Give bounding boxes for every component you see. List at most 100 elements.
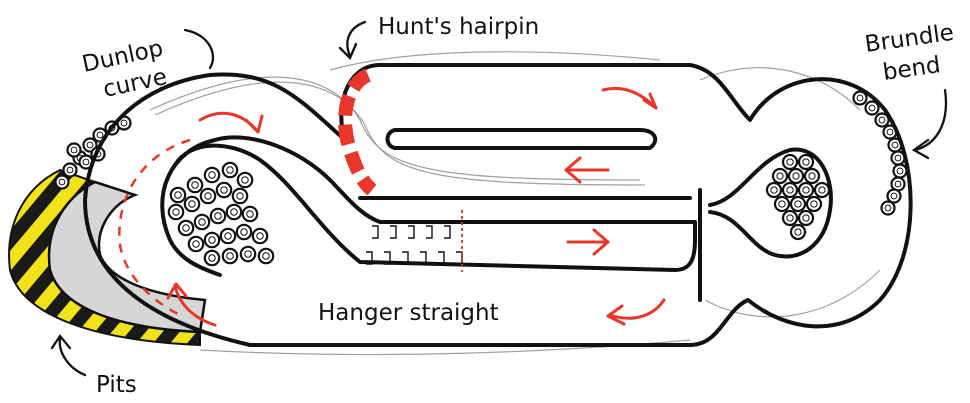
tyre-icon: [172, 208, 180, 216]
tyre-icon: [786, 158, 794, 166]
tyre-icon: [96, 131, 104, 139]
tyre-icon: [58, 178, 66, 186]
tyre-icon: [231, 187, 249, 205]
tyre-icon: [868, 104, 876, 112]
tyre-icon: [187, 235, 205, 253]
tyre-icon: [890, 192, 898, 200]
brundle-bend-label-line1: Brundle: [863, 20, 955, 58]
grid-slot: [438, 251, 445, 265]
tyre-icon: [198, 218, 206, 226]
tyre-icon: [86, 141, 94, 149]
tyre-icon: [167, 203, 185, 221]
tyre-icon: [226, 252, 234, 260]
tyre-icon: [896, 167, 904, 175]
tyre-icon: [241, 205, 259, 223]
tyre-icon: [203, 249, 221, 267]
tyre-icon: [208, 236, 216, 244]
arrow-icon: [564, 156, 610, 184]
curved-arrow-icon: [338, 20, 367, 61]
tyre-icon: [174, 191, 182, 199]
tyre-icon: [262, 252, 270, 260]
tyre-icon: [771, 167, 789, 185]
tyre-icon: [786, 214, 794, 222]
tyre-icon: [864, 100, 880, 116]
tyre-icon: [183, 195, 201, 213]
tyre-icon: [874, 112, 890, 128]
tyre-barrier-brundle: [852, 90, 908, 216]
tyre-icon: [208, 171, 216, 179]
tyre-icon: [177, 219, 195, 237]
tyre-icon: [66, 166, 74, 174]
tyre-icon: [776, 172, 784, 180]
tyre-icon: [219, 227, 237, 245]
grid-slot: [402, 251, 409, 265]
tyre-icon: [192, 240, 200, 248]
tyre-icon: [70, 146, 78, 154]
hunts-hairpin-label: Hunt's hairpin: [378, 14, 539, 40]
tyre-icon: [765, 181, 783, 199]
tyre-icon: [794, 228, 802, 236]
tyre-icon: [244, 250, 252, 258]
tyre-icon: [778, 200, 786, 208]
tyre-icon: [236, 192, 244, 200]
tyre-icon: [221, 247, 239, 265]
arrow-icon: [606, 298, 666, 326]
tyre-icon: [246, 210, 254, 218]
tyre-icon: [226, 166, 234, 174]
tyre-icon: [251, 227, 269, 245]
tyre-icon: [802, 186, 810, 194]
brundle-infield: [708, 147, 833, 259]
tyre-icon: [786, 186, 794, 194]
tyre-icon: [891, 141, 899, 149]
tyre-icon: [208, 254, 216, 262]
tyre-icon: [802, 158, 810, 166]
tyre-icon: [186, 176, 204, 194]
hanger-straight-label: Hanger straight: [318, 300, 499, 326]
pits-label: Pits: [96, 372, 137, 398]
tyre-icon: [215, 181, 233, 199]
tyre-icon: [813, 181, 831, 199]
tyre-icon: [892, 163, 908, 179]
tyre-icon: [886, 128, 894, 136]
grid-slot: [420, 251, 427, 265]
tyre-icon: [894, 154, 902, 162]
tyre-icon: [256, 232, 264, 240]
tyre-icon: [856, 94, 864, 102]
tyre-icon: [203, 166, 221, 184]
tyre-icon: [241, 176, 249, 184]
tyre-icon: [808, 172, 816, 180]
track-inner-edge-left: [160, 135, 697, 277]
tyre-icon: [797, 209, 815, 227]
tyre-icon: [188, 200, 196, 208]
tyre-icon: [204, 192, 212, 200]
tyre-icon: [221, 161, 239, 179]
tyre-icon: [169, 186, 187, 204]
tyre-icon: [894, 180, 902, 188]
tyre-icon: [191, 181, 199, 189]
tyre-icon: [880, 200, 896, 216]
grid-slot: [408, 225, 415, 239]
grid-slot: [426, 225, 433, 239]
tyre-icon: [781, 153, 799, 171]
tyre-icon: [852, 90, 868, 106]
tyre-icon: [792, 172, 800, 180]
arrow-icon: [566, 228, 610, 256]
brundle-bend-label-line2: bend: [881, 52, 942, 86]
tyre-icon: [209, 207, 227, 225]
tyre-icon: [220, 186, 228, 194]
tyre-icon: [886, 188, 902, 204]
dunlop-racing-line: [118, 138, 191, 317]
grid-slot: [444, 225, 451, 239]
sketch-shadow: [149, 51, 881, 356]
tyre-icon: [797, 181, 815, 199]
arrow-icon: [601, 86, 658, 110]
grid-slot: [372, 225, 379, 239]
tyre-icon: [803, 167, 821, 185]
curved-arrow-icon: [183, 28, 215, 70]
tyre-icon: [818, 186, 826, 194]
tyre-icon: [203, 231, 221, 249]
tyre-icon: [224, 232, 232, 240]
curved-arrow-icon: [50, 334, 87, 377]
tyre-icon: [878, 116, 886, 124]
